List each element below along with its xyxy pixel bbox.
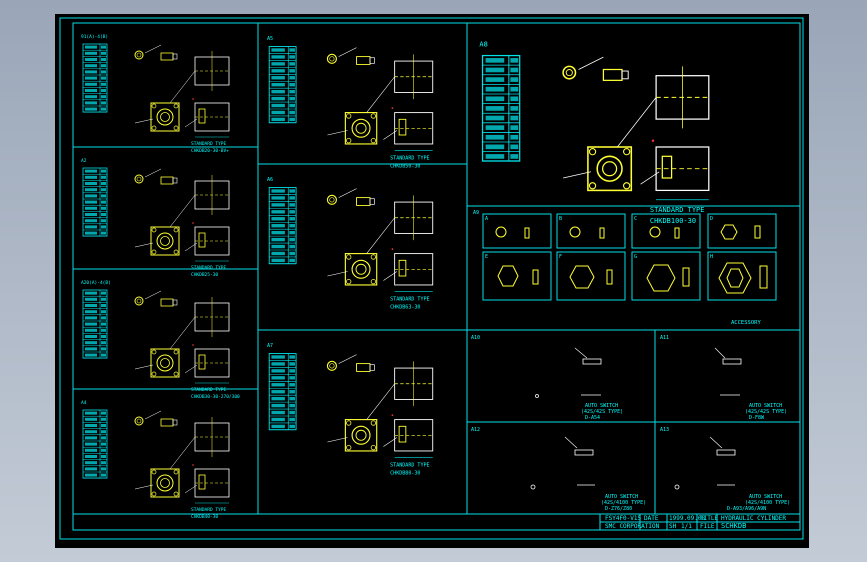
- accessory-cell-g: G: [634, 254, 637, 260]
- panel-type: STANDARD TYPE: [390, 297, 429, 303]
- panel-label: A4: [81, 400, 87, 406]
- tb-date-label: DATE: [644, 515, 659, 522]
- panel-a12-label: A12: [471, 427, 480, 433]
- accessory-cell-d: D: [710, 216, 713, 222]
- accessory-cell-e: E: [485, 254, 488, 260]
- panel-label: A6: [267, 177, 273, 183]
- cylinder-side-view: [651, 66, 710, 201]
- cylinder-front-view: [150, 468, 180, 498]
- dimension-table: [268, 187, 297, 265]
- tb-file: SCHKDB: [721, 522, 746, 530]
- drawing-panel-a20(a)-4(b): A20(A)-4(B) STANDARD TYPECHKDB30-30-270/3…: [81, 280, 240, 400]
- cylinder-front-view: [587, 146, 633, 192]
- cylinder-side-view: [192, 297, 230, 384]
- cylinder-side-view: [192, 417, 230, 504]
- panel-label: A8: [479, 40, 487, 48]
- panel-model: CHKDB40-30: [191, 514, 218, 520]
- accessory-caption: ACCESSORY: [731, 320, 761, 326]
- panel-a11-label: A11: [660, 335, 669, 341]
- panel-a12-model: D-Z76/Z80: [605, 506, 632, 512]
- panel-type: STANDARD TYPE: [390, 463, 429, 469]
- panel-type: STANDARD TYPE: [191, 387, 227, 393]
- panel-a12-switch: AUTO SWITCH: [605, 494, 638, 500]
- panel-type: STANDARD TYPE: [650, 206, 705, 214]
- panel-model: CHKDB30-30-270/300: [191, 394, 240, 400]
- tb-file-label: FILE: [700, 523, 715, 530]
- cylinder-front-view: [344, 112, 378, 145]
- cylinder-front-view: [150, 226, 180, 256]
- panel-model: CHKDB20-30-BV+: [191, 148, 229, 154]
- drawing-sheet: A B C D E F G H FSY4F0-V15 DATE 1999.09.08 TITL…: [55, 14, 809, 548]
- tb-title: HYDRAULIC CYLINDER: [721, 515, 786, 522]
- panel-model: CHKDB50-30: [390, 163, 420, 169]
- tb-title-label: TITLE: [700, 515, 718, 522]
- panel-a10-switch: AUTO SWITCH: [585, 403, 618, 409]
- dimension-table: [268, 46, 297, 124]
- dimension-table: [481, 54, 521, 162]
- panel-a11-switch: AUTO SWITCH: [749, 403, 782, 409]
- panel-label: A20(A)-4(B): [81, 280, 111, 286]
- panel-a13-model: D-A93/A96/A9N: [727, 506, 766, 512]
- cylinder-side-view: [391, 195, 434, 292]
- cylinder-front-view: [150, 102, 180, 132]
- cylinder-side-view: [192, 51, 230, 138]
- dimension-table: [82, 167, 108, 237]
- cylinder-front-view: [344, 253, 378, 286]
- panel-a11-model: D-F8W: [749, 415, 765, 421]
- panel-model: CHKDB80-30: [390, 470, 420, 476]
- dimension-table: [82, 43, 108, 113]
- cylinder-side-view: [391, 54, 434, 151]
- tb-date: 1999.09.08: [669, 515, 706, 522]
- tb-company: SMC CORPORATION: [605, 523, 660, 530]
- cylinder-front-view: [344, 419, 378, 452]
- dimension-table: [82, 409, 108, 479]
- panel-label: A5: [267, 36, 273, 42]
- panel-a13-label: A13: [660, 427, 669, 433]
- panel-label: A2: [81, 158, 87, 164]
- dimension-table: [268, 353, 297, 431]
- panel-label: A7: [267, 343, 273, 349]
- tb-sheet-label: SH: [669, 523, 677, 530]
- accessory-cell-c: C: [634, 216, 637, 222]
- panel-label: 91(A)-4(B): [81, 34, 108, 40]
- accessory-cell-a: A: [485, 216, 488, 222]
- cylinder-front-view: [150, 348, 180, 378]
- panel-a10-spec: (42S/42S TYPE): [581, 409, 623, 415]
- panel-type: STANDARD TYPE: [191, 141, 227, 147]
- panel-a13-spec: (42S/4100 TYPE): [745, 500, 790, 506]
- panel-a12-spec: (42S/4100 TYPE): [601, 500, 646, 506]
- accessory-label: A9: [473, 210, 479, 216]
- panel-model: CHKDB100-30: [650, 217, 696, 225]
- dimension-table: [82, 289, 108, 359]
- cylinder-side-view: [391, 361, 434, 458]
- panel-model: CHKDB25-30: [191, 272, 218, 278]
- panel-a11-spec: (42S/42S TYPE): [745, 409, 787, 415]
- tb-sheet: 1/1: [681, 523, 692, 530]
- panel-type: STANDARD TYPE: [191, 507, 227, 513]
- tb-drawn: FSY4F0-V15: [605, 515, 642, 522]
- panel-a10-label: A10: [471, 335, 480, 341]
- accessory-cell-b: B: [559, 216, 562, 222]
- cad-drawing: A B C D E F G H FSY4F0-V15 DATE 1999.09.08 TITL…: [59, 17, 804, 540]
- panel-type: STANDARD TYPE: [390, 156, 429, 162]
- accessory-cell-f: F: [559, 254, 562, 260]
- panel-model: CHKDB63-30: [390, 304, 420, 310]
- panel-type: STANDARD TYPE: [191, 265, 227, 271]
- cylinder-side-view: [192, 175, 230, 262]
- accessory-cell-h: H: [710, 254, 713, 260]
- panel-a13-switch: AUTO SWITCH: [749, 494, 782, 500]
- panel-a10-model: D-A54: [585, 415, 600, 421]
